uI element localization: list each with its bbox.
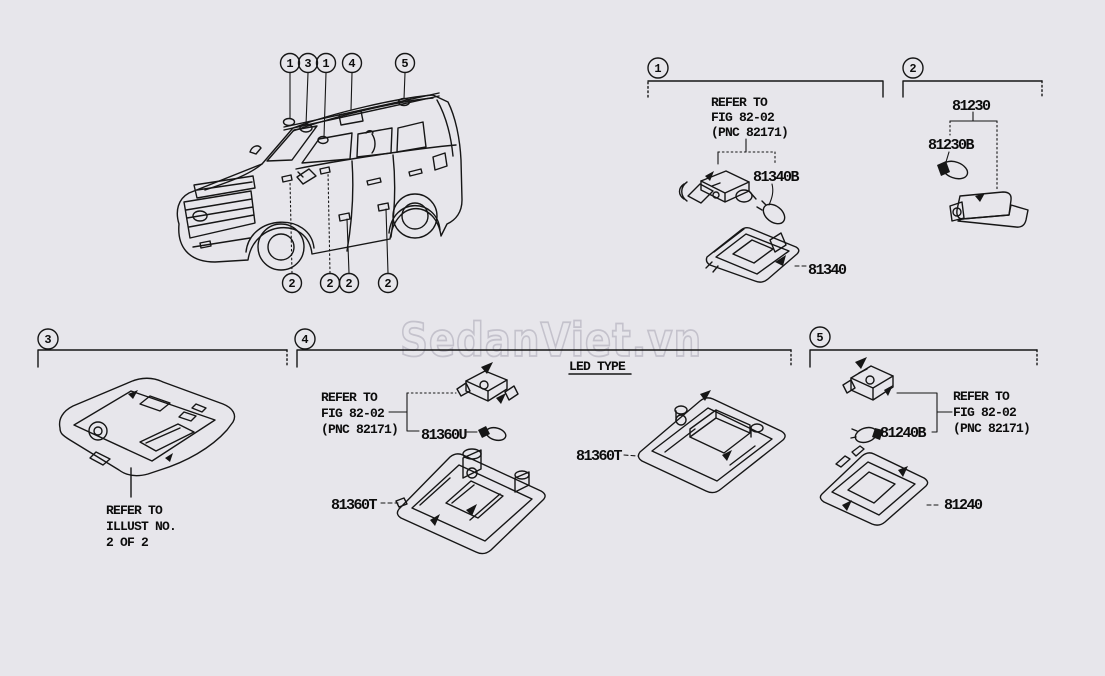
section3-refer-line1: REFER TO bbox=[106, 503, 163, 518]
part-number-81360U: 81360U bbox=[421, 427, 468, 444]
part-number-81240B: 81240B bbox=[880, 425, 927, 442]
section4-map-lamp-drawing bbox=[395, 448, 546, 555]
part-number-81240: 81240 bbox=[944, 497, 983, 514]
section2-number: 2 bbox=[909, 62, 916, 76]
vehicle-line-drawing bbox=[176, 92, 463, 271]
vehicle-callout-2a: 2 bbox=[288, 277, 295, 291]
section5-bulb-drawing bbox=[850, 426, 883, 444]
section5-refer-line2: FIG 82-02 bbox=[953, 405, 1017, 420]
part-number-81230B: 81230B bbox=[928, 137, 975, 154]
section1-number: 1 bbox=[654, 62, 661, 76]
section1-lamp-drawing bbox=[705, 227, 800, 283]
section4-number: 4 bbox=[301, 333, 308, 347]
section4-led-lamp-drawing bbox=[637, 390, 786, 494]
section5-number: 5 bbox=[816, 331, 823, 345]
vehicle-callout-3: 3 bbox=[304, 57, 311, 71]
section5-socket-drawing bbox=[842, 357, 894, 401]
section5-refer-line1: REFER TO bbox=[953, 389, 1010, 404]
section4-sensor-drawing bbox=[456, 362, 519, 404]
section5-refer-line3: (PNC 82171) bbox=[953, 421, 1030, 436]
section2-leader-lines bbox=[945, 111, 998, 190]
vehicle-callout-4: 4 bbox=[348, 57, 355, 71]
section1-refer-line3: (PNC 82171) bbox=[711, 125, 788, 140]
section2-lamp-drawing bbox=[949, 191, 1029, 228]
led-type-label: LED TYPE bbox=[569, 359, 626, 374]
vehicle-callout-badges bbox=[279, 52, 416, 294]
section1-leader-lines bbox=[717, 138, 807, 267]
section3-refer-line3: 2 OF 2 bbox=[106, 535, 149, 550]
section1-refer-line2: FIG 82-02 bbox=[711, 110, 775, 125]
part-number-81360T-led: 81360T bbox=[576, 448, 623, 465]
section4-refer-line1: REFER TO bbox=[321, 390, 378, 405]
section5-lamp-drawing bbox=[819, 445, 929, 526]
watermark-text: SedanViet.vn bbox=[400, 313, 702, 367]
section5-leader-lines bbox=[877, 392, 953, 506]
part-number-81340B: 81340B bbox=[753, 169, 800, 186]
section3-console-drawing bbox=[58, 377, 236, 498]
section1-refer-line1: REFER TO bbox=[711, 95, 768, 110]
section4-leader-lines bbox=[380, 373, 639, 504]
vehicle-callout-2c: 2 bbox=[345, 277, 352, 291]
vehicle-callout-lines bbox=[289, 72, 406, 274]
vehicle-callout-2d: 2 bbox=[384, 277, 391, 291]
part-number-81340: 81340 bbox=[808, 262, 847, 279]
section4-bulb-drawing bbox=[478, 426, 507, 442]
part-number-81360T: 81360T bbox=[331, 497, 378, 514]
vehicle-callout-1b: 1 bbox=[322, 57, 329, 71]
vehicle-callout-5: 5 bbox=[401, 57, 408, 71]
section3-refer-line2: ILLUST NO. bbox=[106, 519, 176, 534]
section-brackets bbox=[37, 57, 1043, 368]
section1-bulb-drawing bbox=[756, 200, 786, 225]
section2-bulb-drawing bbox=[937, 160, 969, 180]
vehicle-callout-1a: 1 bbox=[286, 57, 293, 71]
part-number-81230: 81230 bbox=[952, 98, 991, 115]
section3-number: 3 bbox=[44, 333, 51, 347]
vehicle-callout-2b: 2 bbox=[326, 277, 333, 291]
section1-socket-drawing bbox=[678, 170, 757, 204]
section4-refer-line3: (PNC 82171) bbox=[321, 422, 398, 437]
section4-refer-line2: FIG 82-02 bbox=[321, 406, 385, 421]
